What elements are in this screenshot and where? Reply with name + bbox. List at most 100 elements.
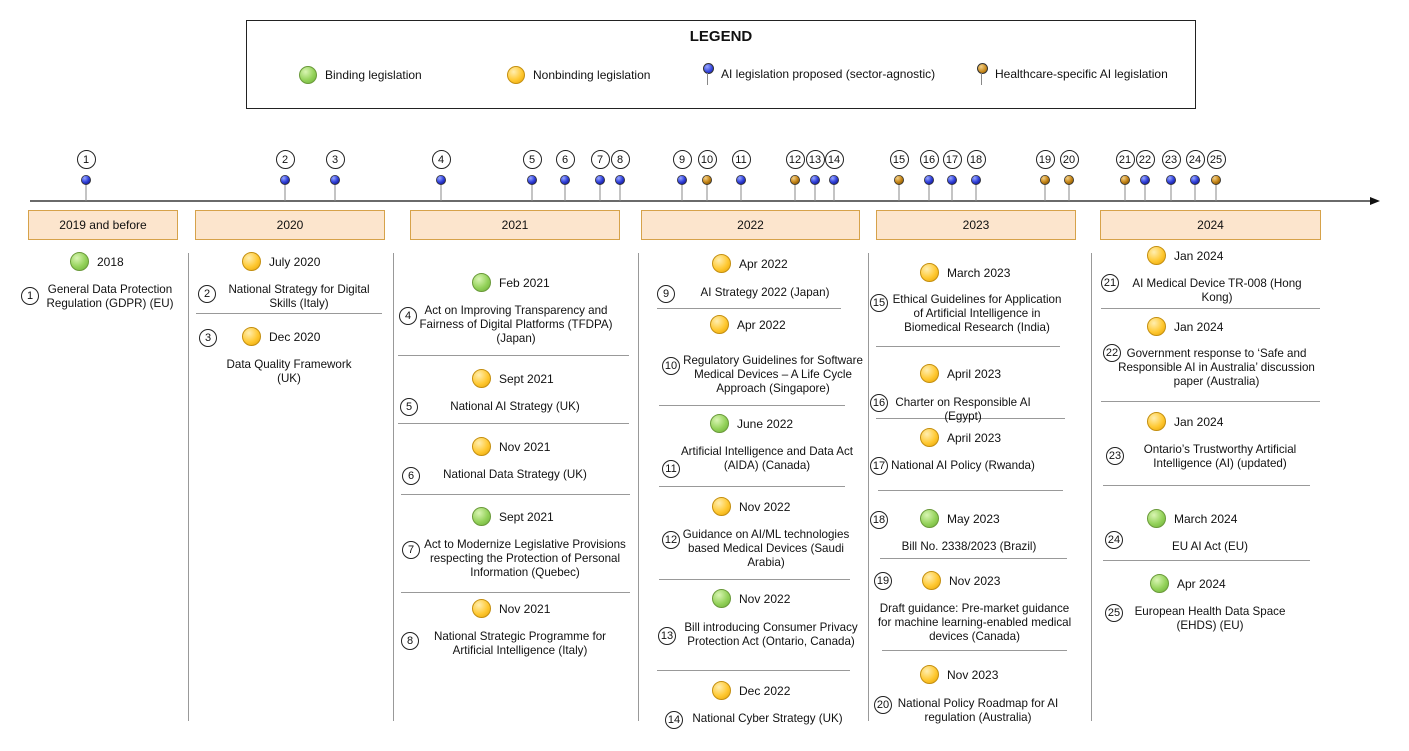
entry-number-badge: 11	[662, 460, 680, 478]
legend-nonbinding-label: Nonbinding legislation	[533, 68, 651, 82]
entry-number-badge: 15	[870, 294, 888, 312]
healthcare-pin-head	[1064, 174, 1075, 185]
timeline-number-5: 5	[522, 150, 542, 169]
sector-agnostic-pin-head	[329, 174, 340, 185]
entry-title: Act to Modernize Legislative Provisions …	[424, 538, 626, 579]
timeline-number-8: 8	[610, 150, 630, 169]
timeline-pin-1	[81, 174, 92, 201]
entry-date-label: Jan 2024	[1174, 319, 1224, 334]
row-separator	[401, 494, 630, 495]
entry-date-label: March 2024	[1174, 511, 1238, 526]
entry-date: July 2020	[242, 252, 320, 271]
timeline-number-24: 24	[1185, 150, 1205, 169]
timeline-pin-24	[1190, 174, 1201, 201]
entry-number-badge: 1	[21, 287, 39, 305]
legend-title: LEGEND	[689, 28, 753, 45]
entry-date-label: June 2022	[737, 416, 794, 431]
entry-title: National AI Policy (Rwanda)	[891, 459, 1035, 472]
entry-date: Apr 2022	[710, 315, 786, 334]
timeline-pin-23	[1166, 174, 1177, 201]
entry-number-badge: 2	[198, 285, 216, 303]
entry-number-badge: 14	[665, 711, 683, 729]
nonbinding-dot-icon	[242, 327, 261, 346]
entry-number-badge: 4	[399, 307, 417, 325]
timeline-pin-7	[595, 174, 606, 201]
column-divider	[393, 253, 394, 721]
entry-date: Sept 2021	[472, 507, 554, 526]
entry-date: Jan 2024	[1147, 317, 1223, 336]
sector-agnostic-pin-head	[810, 174, 821, 185]
entry-date: Nov 2023	[920, 665, 998, 684]
entry-date-label: April 2023	[947, 366, 1002, 381]
entry-date-label: July 2020	[269, 254, 321, 269]
entry-title: Act on Improving Transparency and Fairne…	[419, 304, 613, 345]
nonbinding-dot-icon	[920, 665, 939, 684]
timeline-pin-17	[947, 174, 958, 201]
entry-date: April 2023	[920, 428, 1001, 447]
entry-date: March 2024	[1147, 509, 1237, 528]
column-divider	[1091, 253, 1092, 721]
timeline-axis	[30, 174, 1380, 205]
timeline-pin-13	[810, 174, 821, 201]
entry-date-label: May 2023	[947, 511, 1000, 526]
timeline-number-15: 15	[889, 150, 909, 169]
entry-date: Feb 2021	[472, 273, 550, 292]
blue-pin-icon	[703, 63, 714, 85]
entry-date-label: Nov 2021	[499, 601, 551, 616]
entry-date-label: Apr 2024	[1177, 576, 1226, 591]
entry-date: Nov 2022	[712, 497, 790, 516]
timeline-number-20: 20	[1059, 150, 1079, 169]
entry-date-label: Nov 2022	[739, 591, 791, 606]
nonbinding-dot-icon	[712, 254, 731, 273]
entry-date: Dec 2022	[712, 681, 790, 700]
sector-agnostic-pin-head	[595, 174, 606, 185]
timeline-pin-5	[527, 174, 538, 201]
timeline-pin-3	[329, 174, 340, 201]
entry-number-badge: 22	[1103, 344, 1121, 362]
entry-date-label: March 2023	[947, 265, 1011, 280]
sector-agnostic-pin-head	[736, 174, 747, 185]
nonbinding-dot-icon	[242, 252, 261, 271]
timeline-pin-25	[1211, 174, 1222, 201]
legend-proposed-label: AI legislation proposed (sector-agnostic…	[721, 67, 936, 81]
timeline-number-9: 9	[672, 150, 692, 169]
entry-date: May 2023	[920, 509, 1000, 528]
entry-date-label: Dec 2022	[739, 683, 791, 698]
timeline-number-3: 3	[325, 150, 345, 169]
entry-date-label: Apr 2022	[739, 256, 788, 271]
entry-number-badge: 3	[199, 329, 217, 347]
row-separator	[880, 558, 1067, 559]
entry-title: Guidance on AI/ML technologies based Med…	[682, 528, 850, 569]
nonbinding-dot-icon	[920, 428, 939, 447]
timeline-number-16: 16	[919, 150, 939, 169]
timeline-number-4: 4	[431, 150, 451, 169]
row-separator	[878, 490, 1063, 491]
entry-number-badge: 18	[870, 511, 888, 529]
entry-title: AI Medical Device TR-008 (Hong Kong)	[1132, 277, 1302, 304]
entry-date: Nov 2021	[472, 437, 550, 456]
row-separator	[882, 650, 1067, 651]
entry-title: National AI Strategy (UK)	[450, 400, 580, 413]
timeline-pin-20	[1064, 174, 1075, 201]
row-separator	[876, 418, 1065, 419]
entry-number-badge: 6	[402, 467, 420, 485]
row-separator	[401, 592, 630, 593]
entry-number-badge: 21	[1101, 274, 1119, 292]
year-2023: 2023	[876, 210, 1076, 240]
nonbinding-dot-icon	[1147, 246, 1166, 265]
entry-date-label: Nov 2022	[739, 499, 791, 514]
entry-number-badge: 16	[870, 394, 888, 412]
entry-date: Apr 2024	[1150, 574, 1226, 593]
entry-title: Ethical Guidelines for Application of Ar…	[892, 293, 1062, 334]
timeline-pin-15	[894, 174, 905, 201]
legend-item-healthcare: Healthcare-specific AI legislation	[977, 63, 1168, 85]
entry-date: Sept 2021	[472, 369, 554, 388]
sector-agnostic-pin-head	[435, 174, 446, 185]
timeline-pin-4	[435, 174, 446, 201]
legend-healthcare-label: Healthcare-specific AI legislation	[995, 67, 1168, 81]
entry-title: AI Strategy 2022 (Japan)	[700, 286, 830, 299]
binding-dot-icon	[472, 507, 491, 526]
entry-number-badge: 25	[1105, 604, 1123, 622]
timeline-number-11: 11	[731, 150, 751, 169]
entry-number-badge: 13	[658, 627, 676, 645]
